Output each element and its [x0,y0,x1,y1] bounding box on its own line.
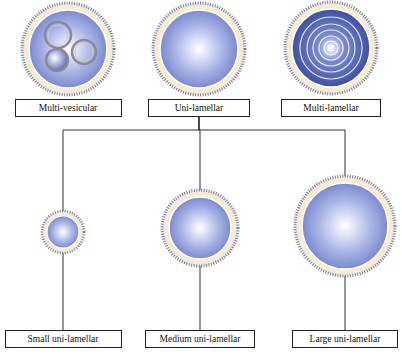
multi-vesicular-liposome [22,3,114,95]
label-text: Small uni-lamellar [28,334,99,344]
label-text: Multi-vesicular [39,103,98,113]
label-text: Large uni-lamellar [310,334,381,344]
small-liposome [42,211,84,253]
medium-liposome [162,190,238,266]
large-liposome [295,176,395,276]
multi-lamellar-liposome [285,2,377,94]
label-text: Multi-lamellar [303,103,358,113]
label-box: Uni-lamellar [148,99,250,117]
label-box: Small uni-lamellar [5,330,122,348]
label-text: Uni-lamellar [175,103,224,113]
label-box: Multi-lamellar [281,99,381,117]
label-text: Medium uni-lamellar [160,334,241,344]
label-box: Large uni-lamellar [292,330,398,348]
label-box: Multi-vesicular [15,99,122,117]
uni-lamellar-liposome [153,3,245,95]
label-box: Medium uni-lamellar [145,330,255,348]
